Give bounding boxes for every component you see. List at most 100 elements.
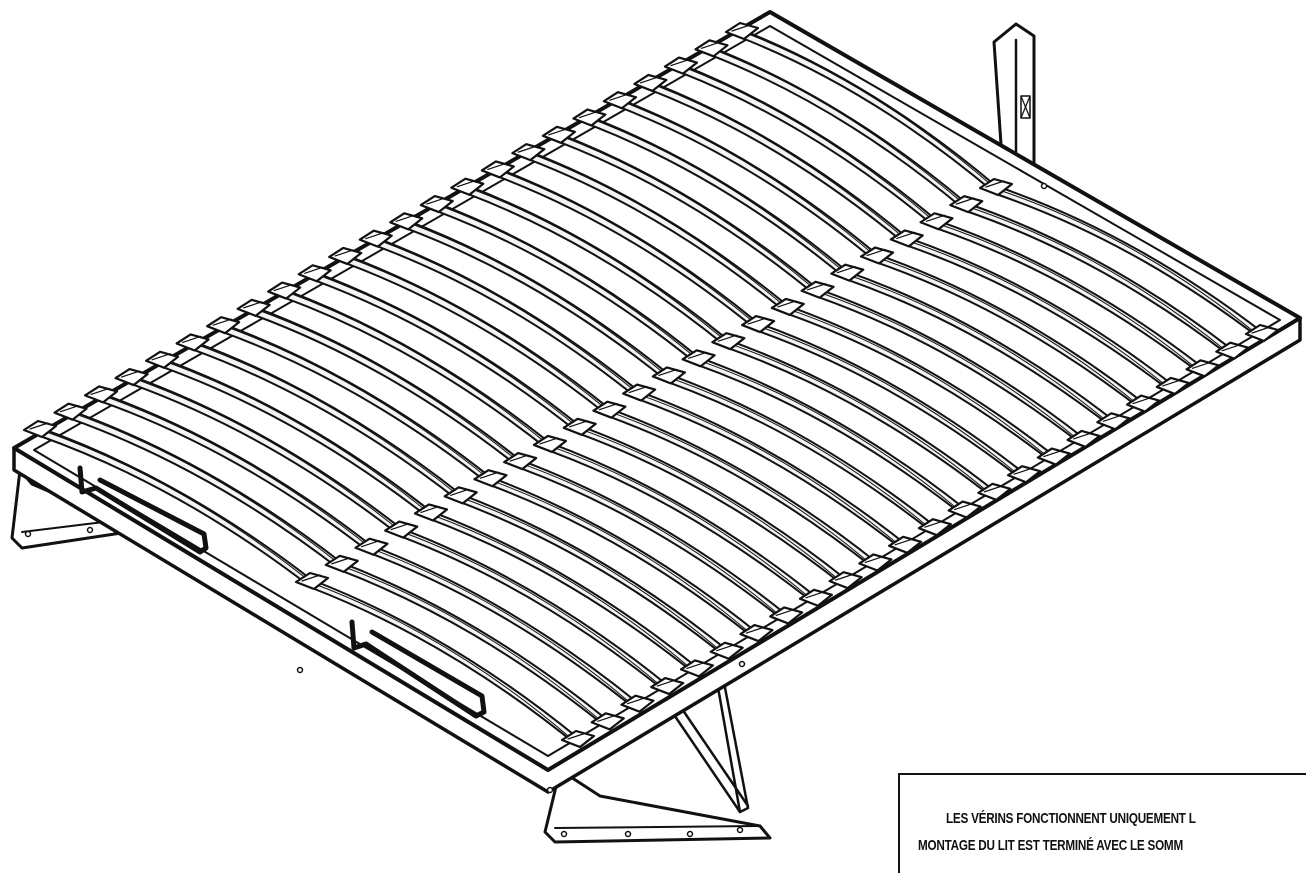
slat-holder-icon bbox=[686, 661, 706, 669]
leg-icon bbox=[543, 768, 772, 844]
slat-holder-icon bbox=[609, 93, 629, 101]
slat-holder-icon bbox=[532, 434, 568, 454]
slat-holder-icon bbox=[83, 385, 119, 404]
notice-line-2: MONTAGE DU LIT EST TERMINÉ AVEC LE SOMM bbox=[918, 837, 1183, 854]
slat-holder-icon bbox=[590, 712, 625, 731]
slat-holder-icon bbox=[836, 266, 856, 274]
slat-holder-icon bbox=[1221, 344, 1241, 352]
slat-holder-icon bbox=[717, 334, 737, 342]
slat-holder-icon bbox=[443, 486, 478, 505]
slat-holder-icon bbox=[739, 623, 774, 643]
slat-holder-icon bbox=[29, 422, 49, 430]
slat-holder-icon bbox=[420, 505, 440, 514]
screw-icon bbox=[560, 830, 568, 838]
slat-holder-icon bbox=[622, 383, 657, 402]
gas-piston-icon bbox=[662, 698, 742, 814]
screw-icon bbox=[24, 530, 32, 538]
slat-holder-icon bbox=[985, 180, 1005, 188]
slat-holder-icon bbox=[22, 419, 58, 439]
slat-holder-icon bbox=[182, 335, 202, 344]
slat-holder-icon bbox=[1036, 447, 1071, 466]
slat-holder-icon bbox=[978, 177, 1014, 197]
slat-holder-icon bbox=[894, 538, 914, 546]
slat-holder-icon bbox=[419, 194, 454, 214]
slat-holder-icon bbox=[562, 417, 597, 436]
slat-holder-icon bbox=[450, 488, 470, 496]
slat-holder-icon bbox=[267, 281, 302, 300]
slat-holder-icon bbox=[389, 212, 424, 231]
slat-holder-icon bbox=[1244, 323, 1280, 343]
slat-holder-icon bbox=[144, 350, 180, 369]
slat-holder-icon bbox=[304, 266, 324, 274]
slat-holder-icon bbox=[473, 469, 508, 488]
slat-holder-icon bbox=[273, 283, 293, 292]
slat-holder-icon bbox=[597, 714, 617, 722]
slat-holder-icon bbox=[775, 608, 795, 617]
slat-holder-icon bbox=[517, 145, 537, 153]
slat-holder-icon bbox=[628, 385, 648, 394]
slat-holder-icon bbox=[1132, 397, 1152, 405]
slat-holder-icon bbox=[479, 471, 500, 479]
slat-holder-icon bbox=[919, 212, 954, 231]
slat-holder-icon bbox=[716, 644, 736, 652]
frame-group bbox=[10, 10, 1302, 844]
slat-holder-icon bbox=[450, 177, 485, 196]
slat-holder-icon bbox=[1155, 376, 1190, 396]
slat-holder-icon bbox=[294, 571, 330, 591]
slat-holder-icon bbox=[567, 732, 587, 740]
slat-holder-icon bbox=[626, 697, 647, 705]
slat-holder-icon bbox=[539, 437, 559, 445]
screw-icon bbox=[1040, 182, 1048, 190]
slat-holder-icon bbox=[731, 24, 751, 32]
slat-holder-icon bbox=[620, 694, 655, 713]
slat-holder-icon bbox=[59, 405, 80, 413]
slat-holder-icon bbox=[859, 246, 895, 265]
slat-holder-icon bbox=[670, 59, 690, 67]
slat-holder-icon bbox=[724, 21, 760, 41]
slat-holder-icon bbox=[1251, 326, 1271, 334]
headboard-post bbox=[1020, 95, 1031, 119]
slat-holder-icon bbox=[977, 482, 1012, 501]
slat-holder-icon bbox=[798, 588, 834, 607]
slat-holder-icon bbox=[560, 729, 596, 749]
slat-holder-icon bbox=[663, 56, 699, 75]
slat-holder-icon bbox=[983, 485, 1003, 493]
slat-holder-icon bbox=[175, 333, 210, 352]
slat-holder-icon bbox=[681, 349, 716, 368]
slat-holder-icon bbox=[650, 676, 685, 696]
slat-holder-icon bbox=[1043, 449, 1063, 458]
slat-holder-icon bbox=[888, 535, 923, 554]
slat-holder-icon bbox=[114, 367, 149, 387]
slat-holder-icon bbox=[1006, 465, 1042, 484]
slat-holder-icon bbox=[328, 246, 363, 266]
slat-holder-icon bbox=[924, 520, 944, 528]
screw-icon bbox=[736, 826, 744, 834]
slat-holder-icon bbox=[864, 555, 884, 564]
leg-icon bbox=[714, 670, 750, 814]
slat-holder-icon bbox=[777, 300, 797, 308]
slat-holder-icon bbox=[658, 368, 678, 377]
slat-holder-icon bbox=[90, 387, 110, 395]
slat-holder-icon bbox=[656, 679, 676, 687]
slat-holder-icon bbox=[947, 500, 982, 519]
slat-holder-icon bbox=[1066, 429, 1101, 449]
slat-holder-icon bbox=[569, 420, 589, 428]
slat-holder-icon bbox=[835, 573, 855, 581]
screw-icon bbox=[686, 830, 694, 838]
screw-icon bbox=[738, 660, 746, 668]
frame-rail bbox=[12, 10, 1302, 772]
slat-holder-icon bbox=[639, 76, 660, 84]
gas-piston-icon bbox=[674, 698, 750, 808]
slat-holder-icon bbox=[592, 400, 627, 419]
slat-holder-icon bbox=[598, 403, 618, 411]
screw-icon bbox=[546, 786, 554, 794]
slat-holder-icon bbox=[480, 160, 515, 179]
slat-holder-icon bbox=[694, 39, 729, 58]
screw-icon bbox=[296, 666, 304, 674]
slat-holder-icon bbox=[805, 591, 825, 599]
slat-holder-icon bbox=[954, 502, 974, 511]
slat-holder-icon bbox=[365, 232, 385, 240]
slat-holder-icon bbox=[390, 523, 410, 531]
slat-holder-icon bbox=[745, 626, 766, 634]
slat-holder-icon bbox=[830, 263, 865, 282]
